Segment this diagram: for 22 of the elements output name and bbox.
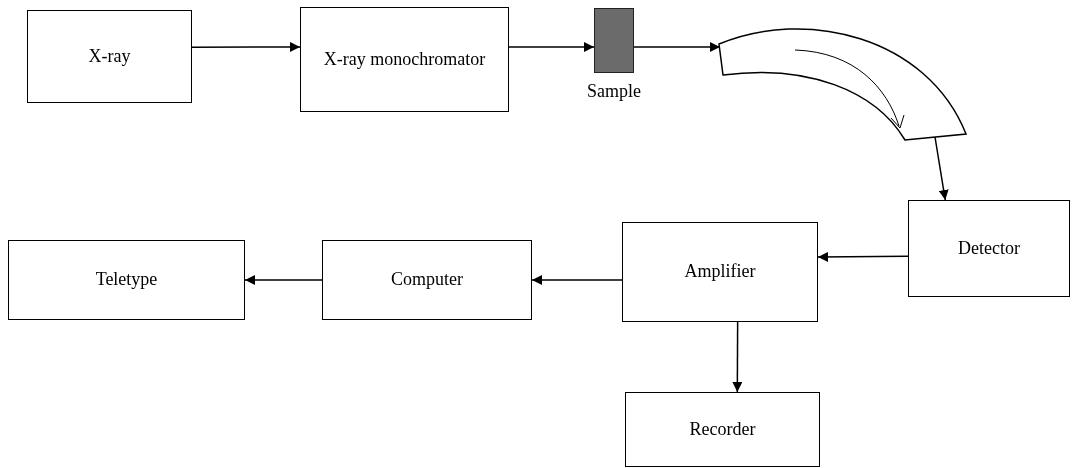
arrow (508, 42, 595, 52)
arrow (531, 275, 623, 285)
arrow (244, 275, 323, 285)
node-label: Sample (586, 81, 642, 103)
arrow (817, 251, 909, 262)
arrow (191, 41, 301, 52)
process-box (322, 240, 532, 320)
box-label: Recorder (689, 418, 756, 441)
arrow (732, 321, 743, 393)
box-label: Teletype (95, 269, 158, 291)
process-box (300, 7, 509, 112)
process-box (908, 200, 1070, 297)
process-box (27, 10, 192, 103)
process-box (8, 240, 245, 320)
arrow (934, 136, 949, 201)
box-label: Computer (391, 269, 463, 291)
box-label: X-ray (88, 45, 131, 68)
process-box (622, 222, 818, 322)
box-label: Amplifier (684, 261, 756, 283)
box-label: X-ray monochromator (323, 48, 486, 71)
process-box (625, 392, 820, 467)
box-label: Detector (958, 237, 1020, 260)
